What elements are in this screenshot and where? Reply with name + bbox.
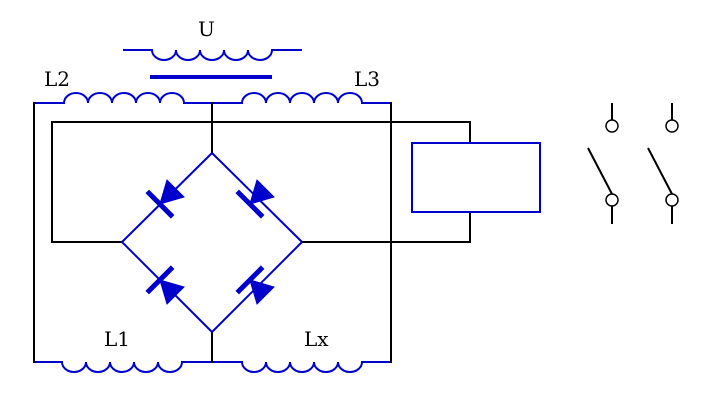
relay-box: [411, 142, 541, 213]
coil-l1: [34, 361, 212, 373]
label-l3: L3: [354, 67, 380, 91]
coil-l2: [34, 92, 212, 104]
diode-top-left: [145, 179, 185, 219]
label-lx: Lx: [304, 327, 329, 351]
switch-contact-left: [587, 103, 619, 224]
diode-bridge: [121, 152, 303, 333]
diode-bottom-right: [235, 265, 275, 305]
switch-contact-right: [647, 103, 679, 224]
diode-bottom-left: [145, 265, 185, 305]
outer-frame-wires: [33, 102, 392, 363]
label-u: U: [198, 17, 215, 41]
source-transformer-primary: [123, 49, 302, 79]
diode-top-right: [235, 179, 275, 219]
inner-loop-wires: [51, 121, 471, 243]
label-l2: L2: [44, 67, 70, 91]
coil-lx: [212, 361, 391, 373]
coil-l3: [212, 92, 391, 104]
label-l1: L1: [104, 327, 130, 351]
